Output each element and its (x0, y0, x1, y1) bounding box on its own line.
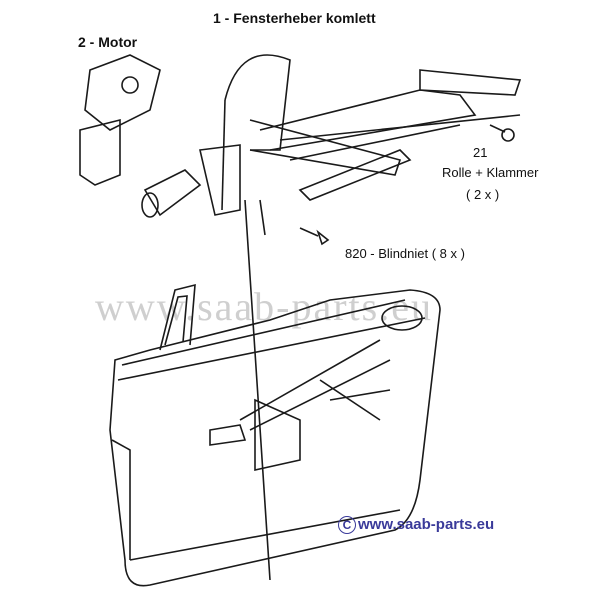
motor-part (79, 54, 161, 186)
part21-label: Rolle + Klammer (442, 165, 539, 180)
window-regulator (199, 54, 522, 581)
copyright-url[interactable]: www.saab-parts.eu (358, 516, 495, 533)
door-panel (109, 283, 441, 587)
copyright-icon: C (338, 516, 356, 534)
part21-number: 21 (473, 145, 488, 160)
part21-qty: ( 2 x ) (466, 187, 500, 202)
title-label: 1 - Fensterheber komlett (213, 10, 376, 26)
regulator-motor (141, 169, 202, 218)
part820-label: 820 - Blindniet ( 8 x ) (345, 246, 465, 261)
motor-label: 2 - Motor (78, 34, 138, 50)
blind-rivet (299, 227, 330, 246)
